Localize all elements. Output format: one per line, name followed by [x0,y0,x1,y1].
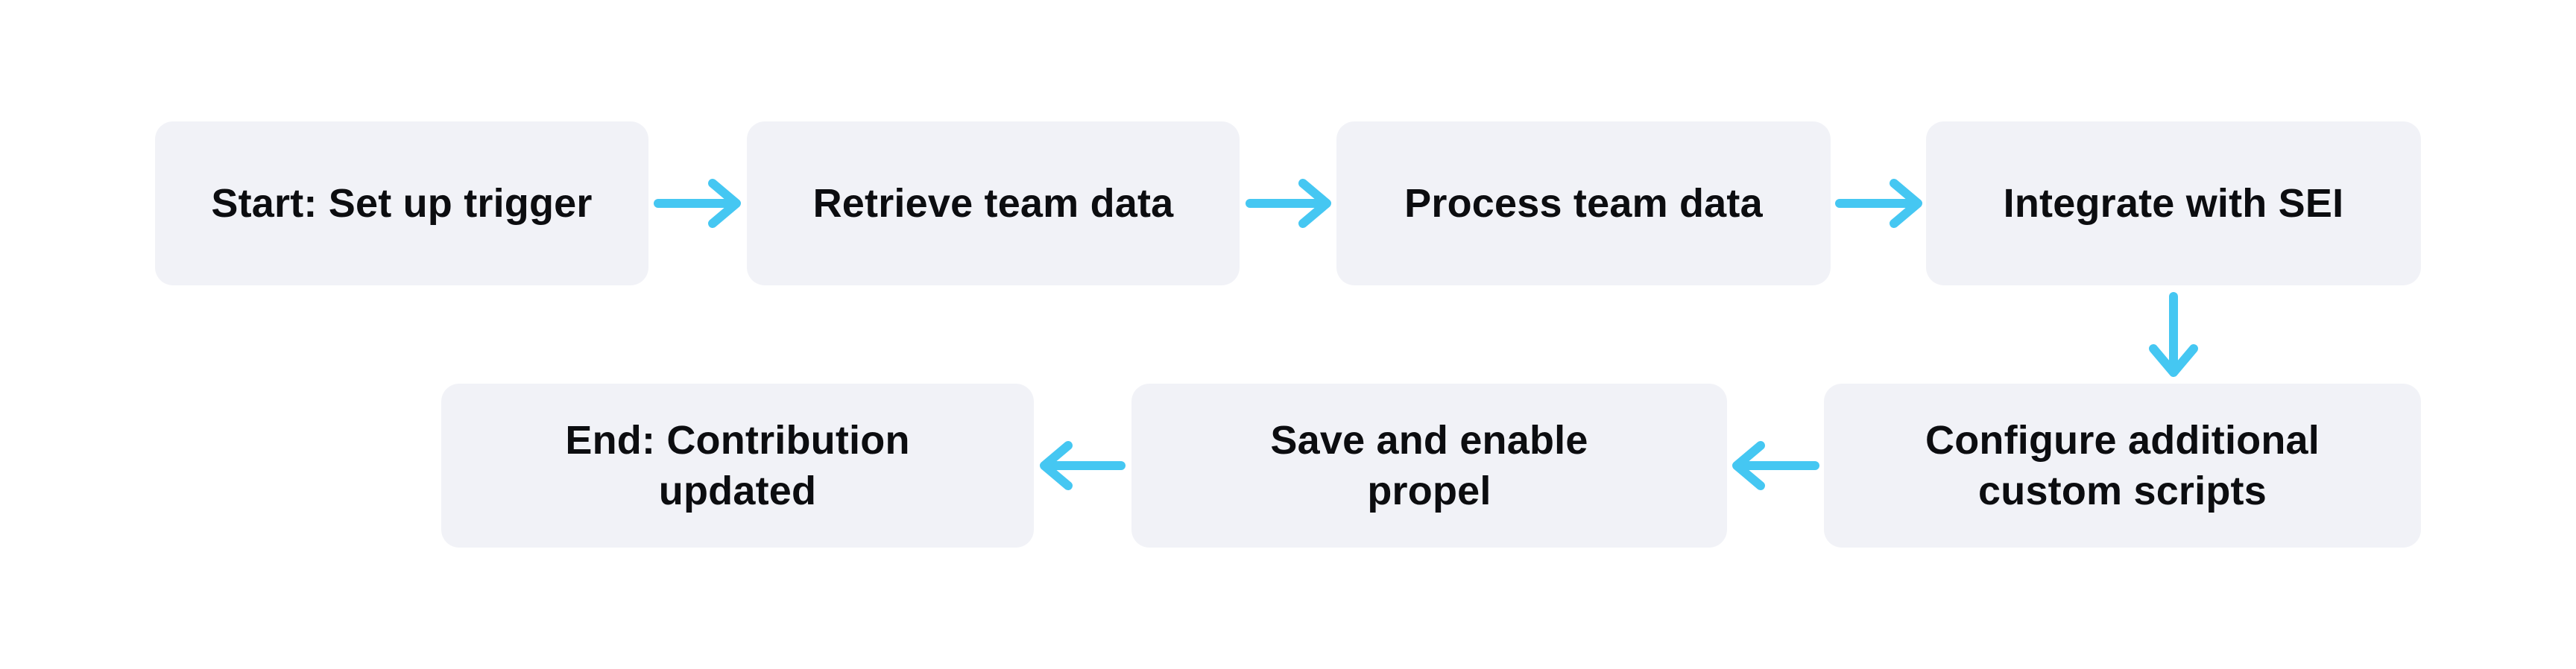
flow-node-configure-custom-scripts: Configure additional custom scripts [1824,384,2421,548]
flow-node-integrate-with-sei: Integrate with SEI [1926,121,2421,285]
flow-node-configure-custom-scripts-label: Configure additional custom scripts [1925,418,2320,513]
flow-node-retrieve-team-data-label: Retrieve team data [812,181,1174,226]
flow-node-save-and-enable-propel-label: Save and enable propel [1270,418,1588,513]
flow-node-start: Start: Set up trigger [155,121,648,285]
flow-node-start-label: Start: Set up trigger [211,181,593,226]
flow-node-save-and-enable-propel: Save and enable propel [1131,384,1727,548]
arrow-integrate-to-configure-icon [2149,292,2198,377]
arrow-process-to-integrate-icon [1835,179,1922,228]
arrow-start-to-retrieve-icon [654,179,741,228]
arrow-save-to-end-icon [1040,441,1126,490]
flow-node-retrieve-team-data: Retrieve team data [747,121,1240,285]
flow-node-process-team-data: Process team data [1336,121,1831,285]
flow-node-integrate-with-sei-label: Integrate with SEI [2003,181,2344,226]
arrow-configure-to-save-icon [1732,441,1819,490]
flow-node-end: End: Contribution updated [441,384,1034,548]
arrow-retrieve-to-process-icon [1246,179,1331,228]
flow-node-process-team-data-label: Process team data [1404,181,1763,226]
flow-node-end-label: End: Contribution updated [565,418,910,513]
